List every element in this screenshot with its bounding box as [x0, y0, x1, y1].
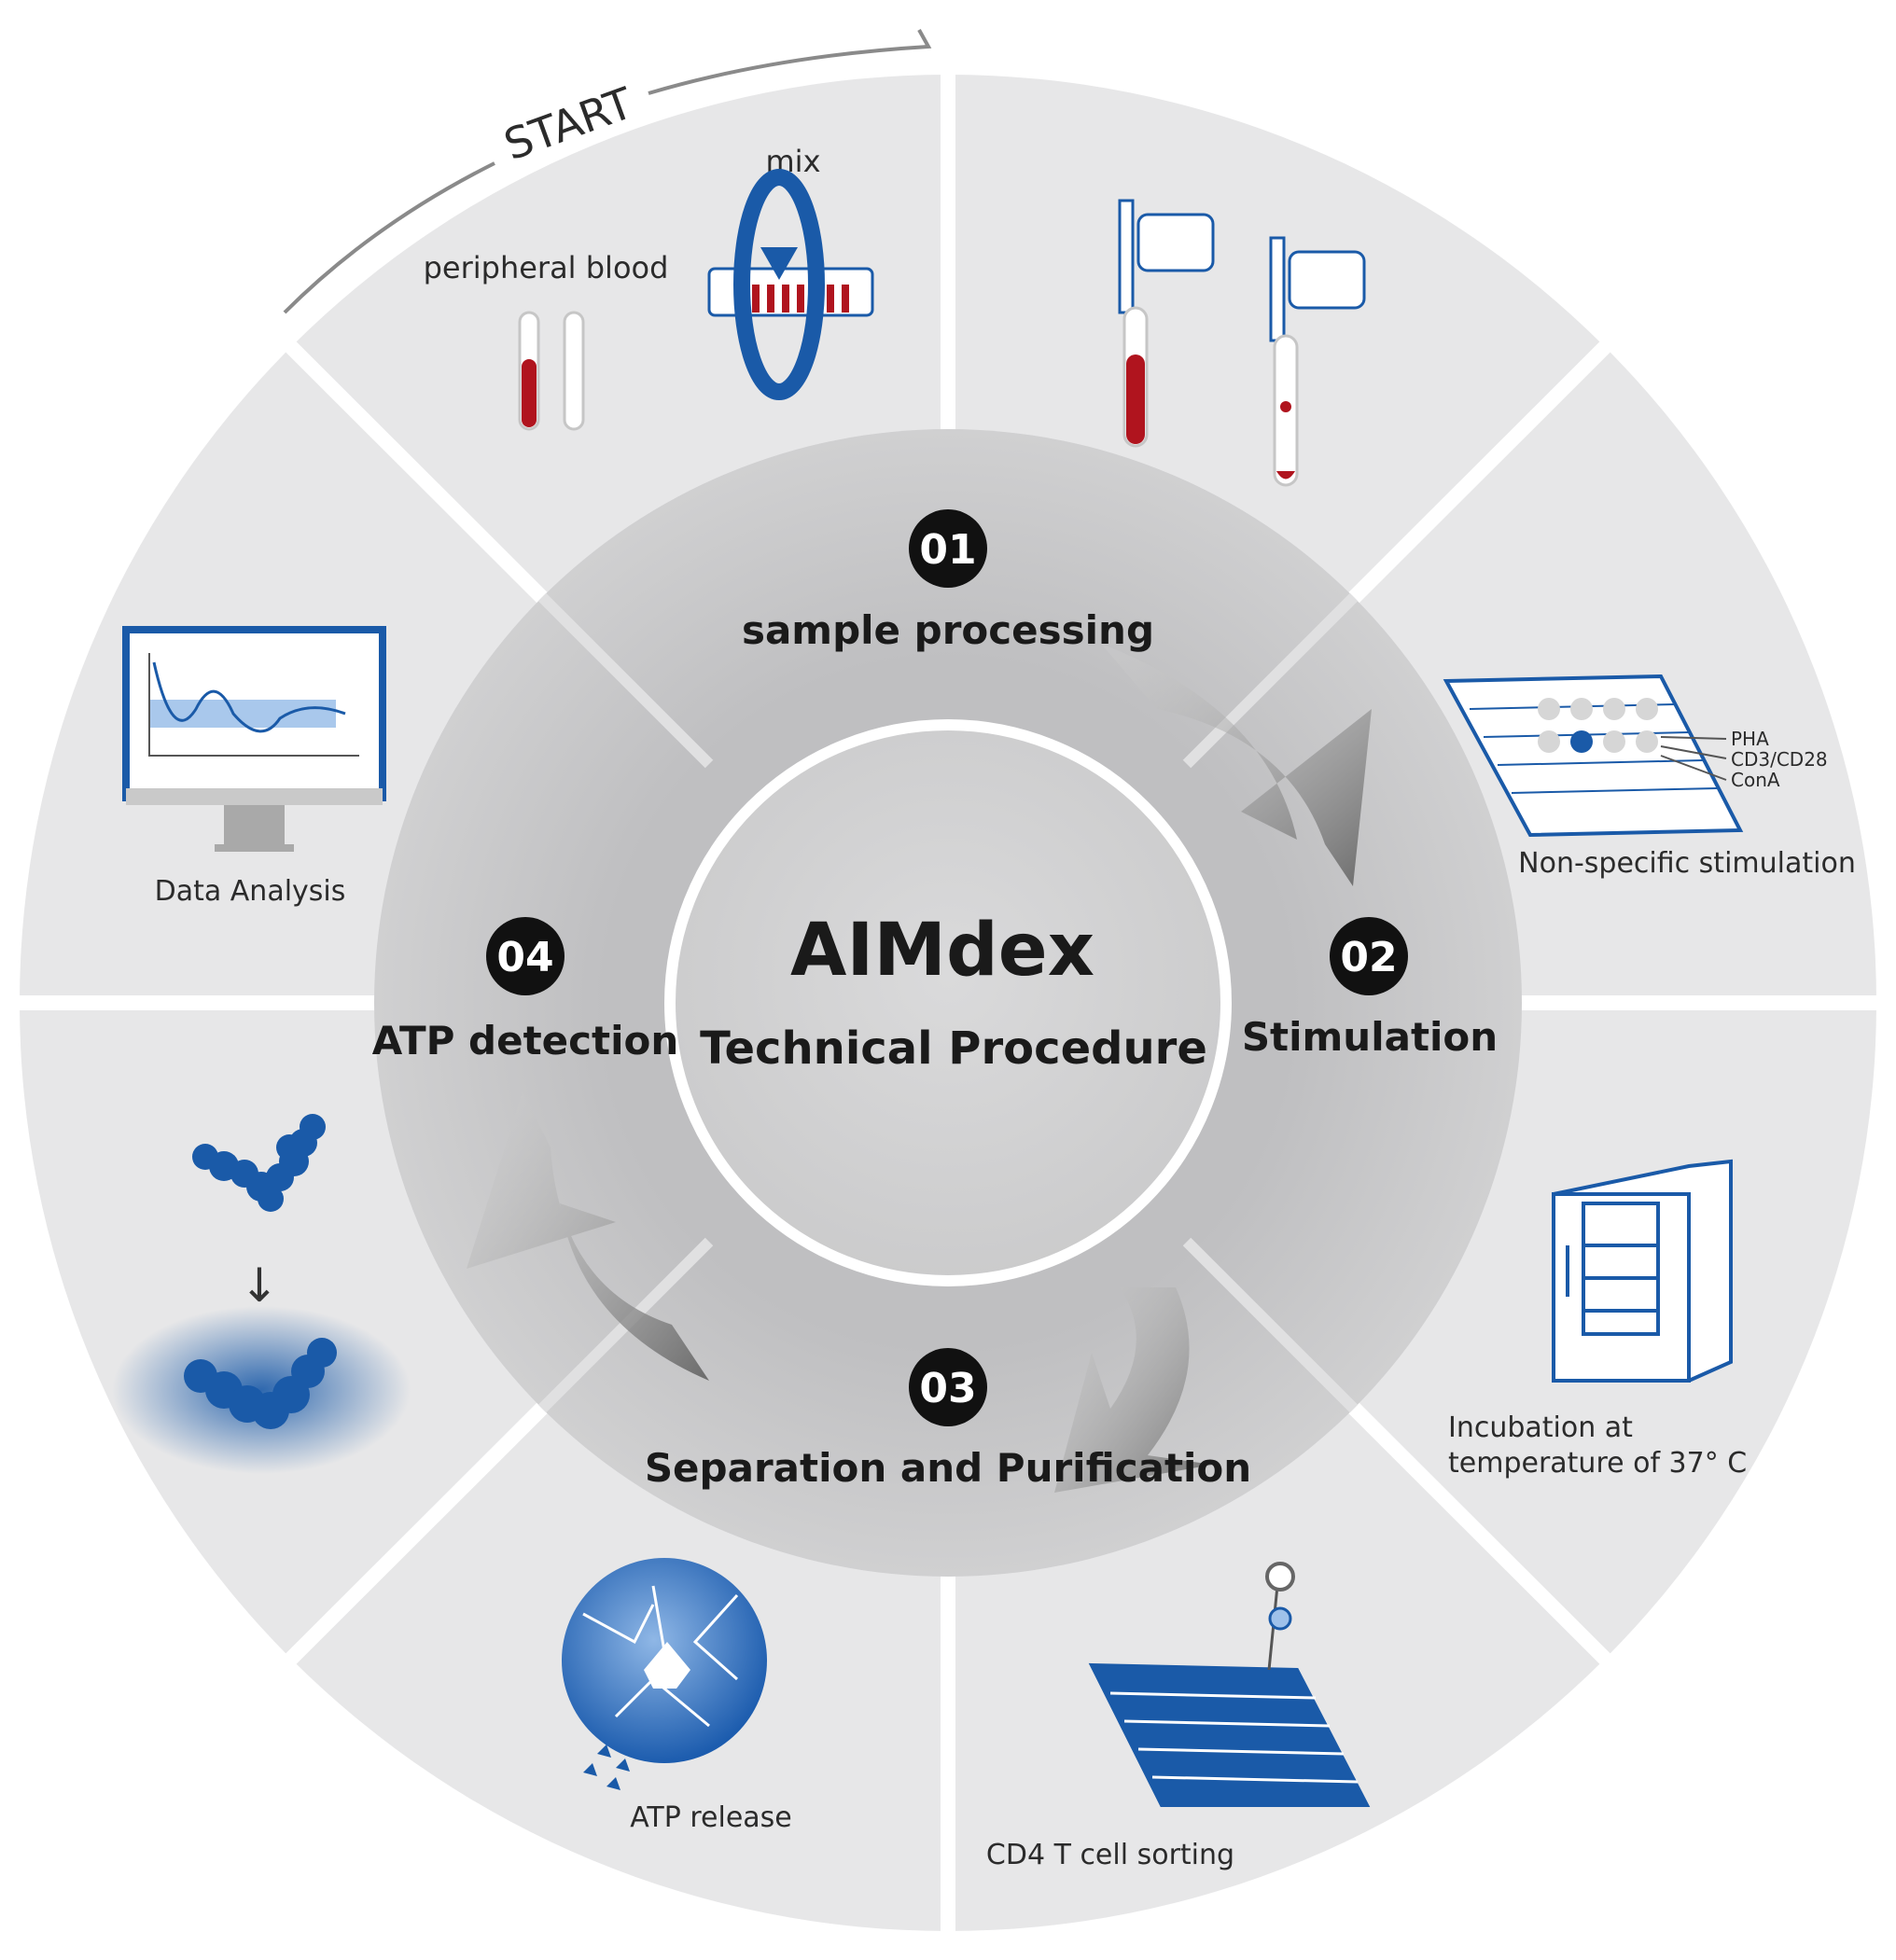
step-number: 01: [919, 526, 976, 574]
sector-incubator: Incubation at temperature of 37° C: [1448, 1159, 1747, 1480]
cona-label: ConA: [1731, 769, 1780, 791]
step-title: sample processing: [742, 607, 1154, 653]
sorting-plate-icon: [1088, 1662, 1371, 1807]
step-badge: [909, 509, 987, 588]
arrow-01-to-02: [1101, 644, 1372, 886]
sector-pipettes: [1118, 199, 1366, 487]
well-plate-icon: [1443, 674, 1744, 838]
step-badge: [909, 1348, 987, 1426]
sector-atp-release: ATP release: [562, 1558, 792, 1834]
center-title: AIMdex: [790, 909, 1094, 993]
pipette-icon: [1118, 199, 1215, 448]
cd4-sorting-label: CD4 T cell sorting: [986, 1839, 1234, 1871]
sector-data-analysis: Data Analysis: [122, 626, 386, 908]
step-title: ATP detection: [372, 1018, 679, 1063]
step-badge: [486, 917, 565, 995]
sorting-probe-icon: [1265, 1562, 1295, 1592]
atp-release-label: ATP release: [630, 1801, 792, 1834]
sector-stimulation-plate: PHA CD3/CD28 ConA Non-specific stimulati…: [1443, 674, 1856, 880]
blood-tube-icon: [518, 311, 585, 431]
step-badge: [1330, 917, 1408, 995]
step-02: 02 Stimulation: [1242, 917, 1498, 1060]
arrow-03-to-04: [467, 1091, 709, 1381]
cd3cd28-label: CD3/CD28: [1731, 748, 1828, 771]
step-number: 04: [496, 934, 553, 981]
sector-blood-mix: peripheral blood mix: [424, 144, 874, 431]
step-number: 02: [1340, 934, 1397, 981]
pha-label: PHA: [1731, 728, 1769, 750]
arrow-02-to-03: [1054, 1287, 1213, 1493]
peripheral-blood-label: peripheral blood: [424, 250, 669, 285]
sector-cd4-sorting: CD4 T cell sorting: [986, 1562, 1371, 1871]
down-arrow-icon: ↓: [240, 1258, 279, 1313]
step-title: Separation and Purification: [645, 1445, 1251, 1491]
mix-rotation-icon: [707, 169, 874, 400]
step-number: 03: [919, 1365, 976, 1412]
start-arc-line: [283, 161, 495, 314]
flow-arrows: [467, 644, 1372, 1493]
sector-luminescence: ↓: [112, 1114, 411, 1474]
luminescence-glow-icon: [112, 1306, 411, 1474]
data-analysis-label: Data Analysis: [155, 875, 346, 908]
step-03: 03 Separation and Purification: [645, 1348, 1251, 1491]
center-subtitle: Technical Procedure: [700, 1022, 1207, 1075]
non-specific-label: Non-specific stimulation: [1518, 847, 1856, 880]
center-disk: [664, 719, 1232, 1286]
incubation-label-1: Incubation at: [1448, 1411, 1633, 1444]
incubator-icon: [1552, 1159, 1733, 1383]
luciferin-cluster-icon: [192, 1114, 326, 1212]
pipette-icon-2: [1269, 236, 1366, 487]
start-arc-line-2: [648, 29, 932, 95]
step-01: 01 sample processing: [742, 509, 1154, 653]
incubation-label-2: temperature of 37° C: [1448, 1447, 1747, 1480]
step-title: Stimulation: [1242, 1014, 1498, 1060]
step-04: 04 ATP detection: [372, 917, 679, 1063]
